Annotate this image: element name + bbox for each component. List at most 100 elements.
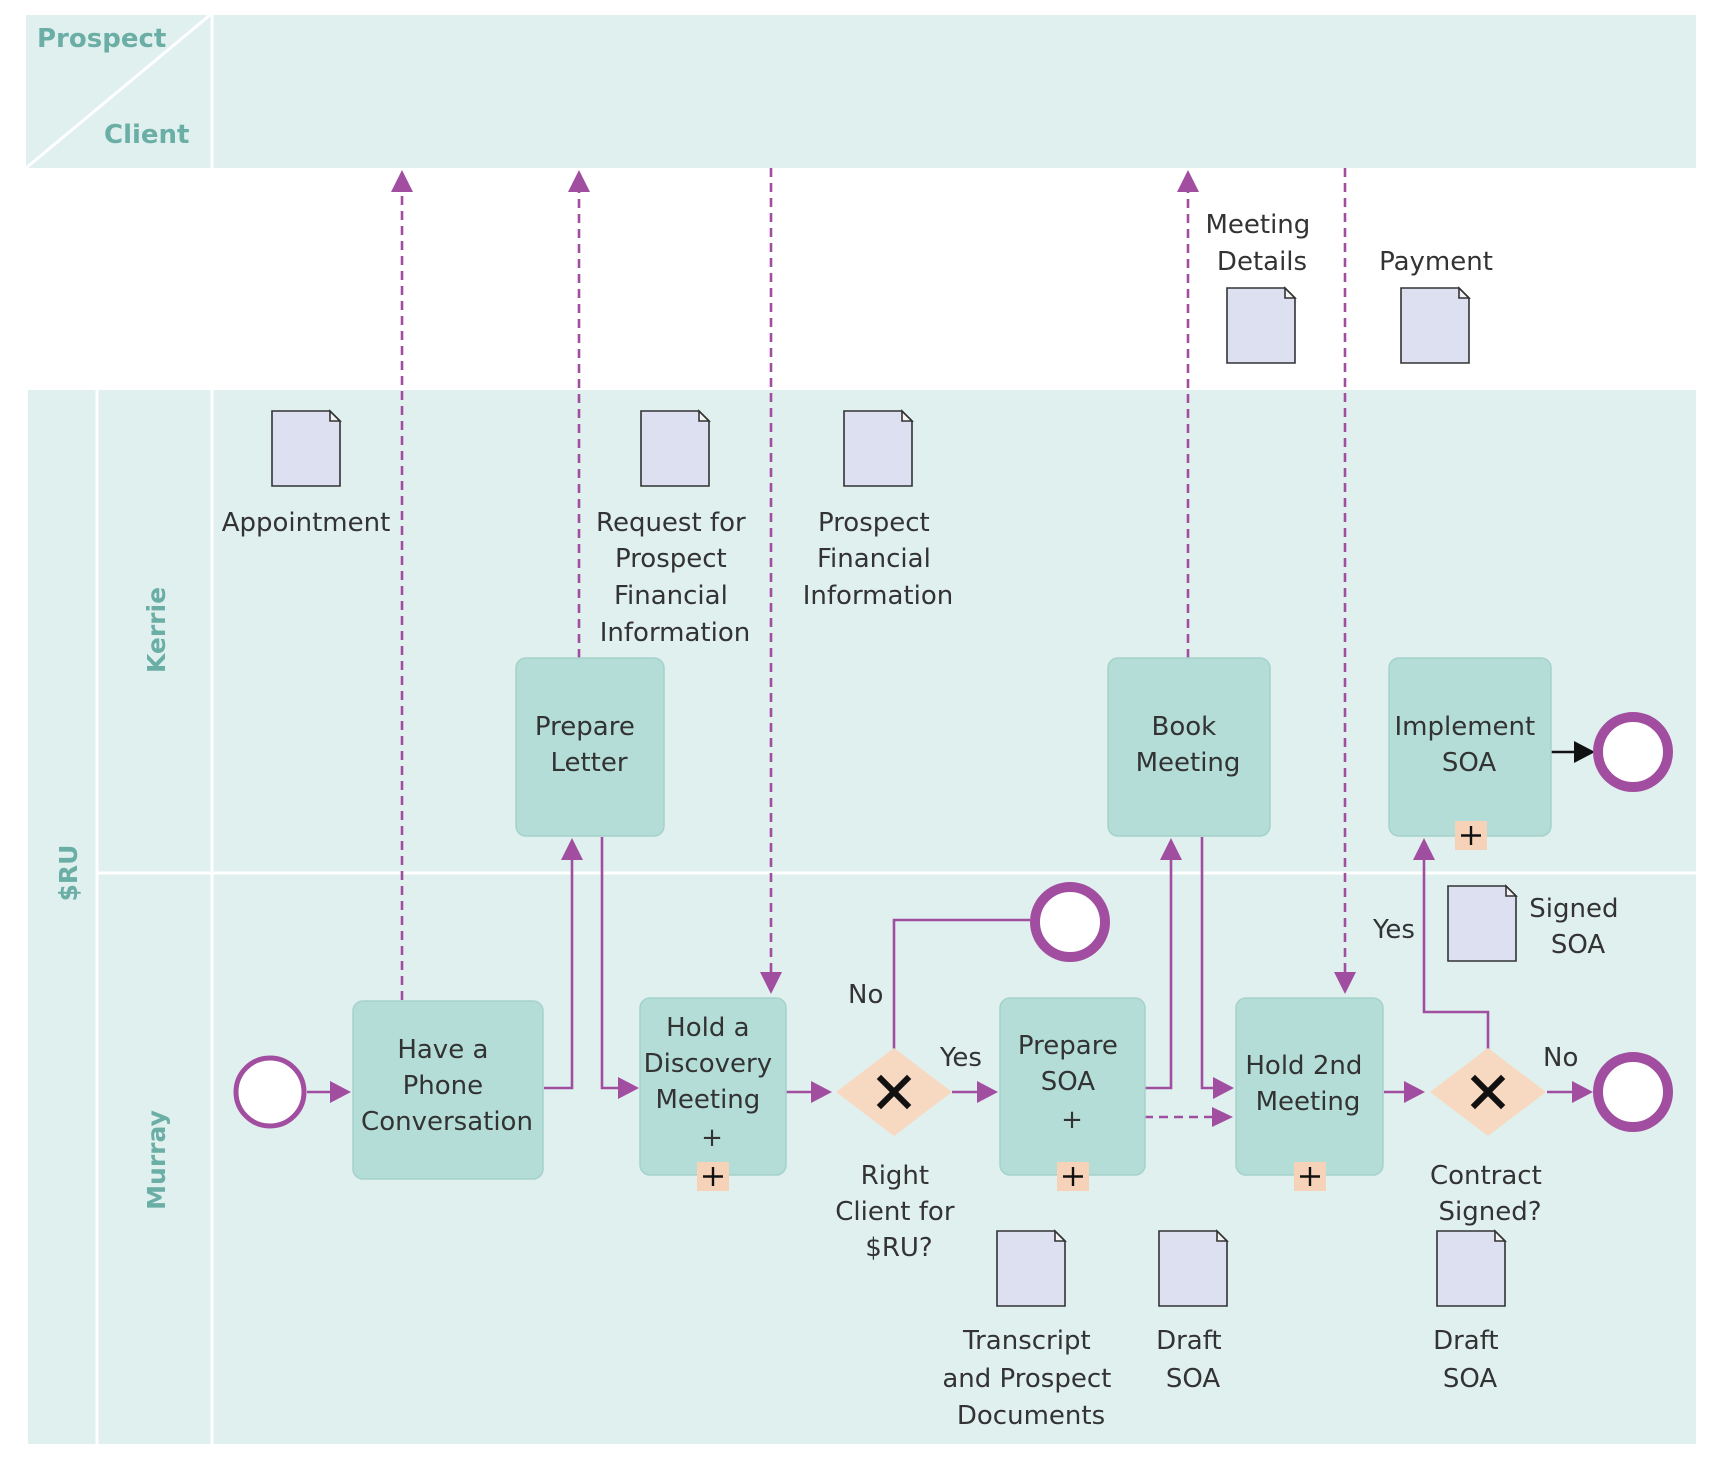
subprocess-plus-icon: [1057, 1162, 1089, 1191]
task-text-line: Implement: [1395, 712, 1536, 742]
document-label-draft-soa: Draft SOA: [1433, 1326, 1507, 1394]
flow-phone-to-letter: [544, 858, 574, 1090]
task-text-line: Hold 2nd: [1245, 1051, 1362, 1081]
arrowhead-right: [618, 1077, 639, 1099]
task-discovery-meeting[interactable]: Hold a Discovery Meeting +: [639, 997, 787, 1191]
document-label-line: SOA: [1166, 1364, 1221, 1394]
data-object-icon: [640, 409, 711, 487]
document-label-line: Details: [1217, 247, 1307, 277]
document-label-line: Payment: [1379, 247, 1493, 277]
flow-letter-to-discovery: [600, 837, 620, 1090]
flow-gateway-no: [892, 918, 1030, 1052]
gateway-label-right-client: Right Client for $RU?: [835, 1161, 963, 1263]
svg-text:Hold 2nd Meeting: Hold 2nd Meeting: [1245, 1051, 1370, 1117]
end-event-implemented: [1593, 712, 1673, 792]
document-label-payment: Payment: [1379, 247, 1493, 277]
arrowhead-up: [391, 170, 413, 192]
subprocess-plus-icon: [1294, 1162, 1326, 1191]
task-text-line: Meeting: [1136, 748, 1241, 778]
data-object-icon: [1447, 884, 1518, 962]
document-label-line: Prospect: [615, 544, 727, 574]
arrowhead-down: [760, 972, 782, 994]
sru-pool: $RU Kerrie Murray: [28, 390, 1696, 1444]
data-object-icon: [1436, 1229, 1507, 1307]
subprocess-plus-icon: [1455, 821, 1487, 850]
exclusive-gateway-x-icon: [1470, 1074, 1506, 1110]
document-label-line: Documents: [957, 1401, 1105, 1431]
svg-text:Hold a Discovery M: Hold a Discovery Meeting +: [644, 1013, 781, 1153]
document-label-signed-soa: Signed SOA: [1529, 894, 1626, 960]
document-label-line: Transcript: [962, 1326, 1091, 1356]
data-object-icon: [996, 1229, 1067, 1307]
document-label-line: Financial: [817, 544, 931, 574]
gateway-contract-signed[interactable]: [1430, 1048, 1546, 1136]
task-text-line: Meeting: [655, 1085, 760, 1115]
flow-contract-yes: [1422, 858, 1490, 1052]
arrowhead-right: [977, 1081, 998, 1103]
task-text-line: Meeting: [1256, 1087, 1361, 1117]
document-label-line: Draft: [1156, 1326, 1222, 1356]
flow-label-no: No: [848, 980, 883, 1010]
task-text-line: +: [701, 1123, 723, 1153]
task-text-line: Have a: [397, 1035, 488, 1065]
document-label-line: Draft: [1433, 1326, 1499, 1356]
svg-text:Implement SOA: Implement SOA: [1395, 712, 1544, 778]
arrowhead-up: [568, 170, 590, 192]
pool-label-sru: $RU: [54, 845, 83, 902]
sequence-flows: [307, 741, 1595, 1103]
arrowhead-right: [1212, 1107, 1233, 1127]
flow-book-to-second: [1200, 837, 1215, 1090]
lane-label-kerrie: Kerrie: [142, 587, 171, 673]
document-label-meeting-details: Meeting Details: [1205, 210, 1318, 277]
task-text-line: Letter: [550, 748, 627, 778]
document-label-line: SOA: [1551, 930, 1606, 960]
task-implement-soa[interactable]: Implement SOA: [1388, 657, 1552, 850]
task-text-line: +: [1061, 1105, 1083, 1135]
task-text-line: Prepare: [1018, 1031, 1118, 1061]
arrowhead-right: [1404, 1081, 1425, 1103]
arrowhead-right: [1572, 1081, 1593, 1103]
data-object-icon: [271, 409, 342, 487]
task-prepare-soa[interactable]: Prepare SOA +: [999, 997, 1146, 1191]
gateway-right-client[interactable]: [836, 1048, 952, 1136]
document-label-draft-soa: Draft SOA: [1156, 1326, 1230, 1394]
svg-text:Prepare Letter: Prepare Letter: [535, 712, 643, 778]
task-text-line: Discovery: [644, 1049, 772, 1079]
task-prepare-letter[interactable]: Prepare Letter: [515, 657, 665, 837]
gateway-label-line: Signed?: [1438, 1197, 1541, 1227]
end-event-not-signed: [1593, 1052, 1673, 1132]
arrowhead-up: [1413, 838, 1435, 860]
svg-text:Book Meeting: Book Meeting: [1136, 712, 1241, 778]
gateway-label-line: Right: [861, 1161, 929, 1191]
document-label-line: Information: [803, 581, 954, 611]
task-phone-conversation[interactable]: Have a Phone Conversation: [352, 1000, 544, 1180]
document-label-appointment: Appointment: [222, 508, 391, 538]
task-text-line: Prepare: [535, 712, 635, 742]
document-label-line: Request for: [596, 508, 746, 538]
flow-label-yes: Yes: [939, 1043, 982, 1073]
end-event-not-right-client: [1030, 882, 1110, 962]
flow-label-yes: Yes: [1372, 915, 1415, 945]
gateway-label-line: $RU?: [865, 1233, 932, 1263]
document-label-line: Appointment: [222, 508, 391, 538]
data-object-icon: [1158, 1229, 1229, 1307]
task-text-line: SOA: [1442, 748, 1497, 778]
task-book-meeting[interactable]: Book Meeting: [1107, 657, 1271, 837]
task-text-line: Phone: [403, 1071, 484, 1101]
document-label-line: Information: [600, 618, 751, 648]
arrowhead-right: [811, 1081, 832, 1103]
document-label-line: Financial: [614, 581, 728, 611]
task-hold-second-meeting[interactable]: Hold 2nd Meeting: [1235, 997, 1384, 1191]
document-label-line: Prospect: [818, 508, 930, 538]
task-text-line: Hold a: [666, 1013, 749, 1043]
subprocess-plus-icon: [697, 1162, 729, 1191]
arrowhead-right: [1213, 1077, 1234, 1099]
document-label-request-info: Request for Prospect Financial Informati…: [596, 508, 754, 648]
arrowhead-right: [330, 1081, 351, 1103]
gateway-label-line: Client for: [835, 1197, 955, 1227]
data-object-icon: [843, 409, 914, 487]
pool-label-prospect: Prospect: [37, 24, 166, 54]
gateway-label-line: Contract: [1430, 1161, 1542, 1191]
document-label-transcript: Transcript and Prospect Documents: [942, 1326, 1119, 1431]
